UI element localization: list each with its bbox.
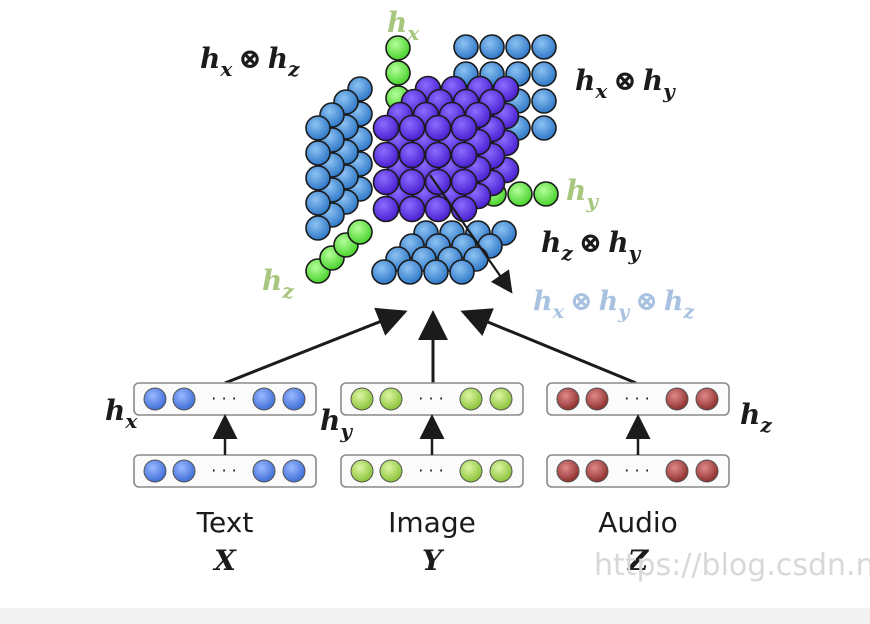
sphere	[398, 141, 426, 169]
hx-hy-label: hx⊗hy	[575, 64, 676, 103]
sphere	[385, 60, 411, 86]
sphere	[507, 181, 533, 207]
vector-unit	[695, 459, 719, 483]
vector-unit	[665, 459, 689, 483]
sphere	[423, 259, 449, 285]
vector-unit	[172, 387, 196, 411]
triple-product-arrow	[429, 174, 513, 294]
hz-hy-plane	[371, 220, 517, 285]
vector-unit	[459, 459, 483, 483]
triple-product-label: hx⊗hy⊗hz	[533, 286, 696, 323]
sphere	[531, 34, 557, 60]
vector-unit	[282, 387, 306, 411]
sphere	[453, 34, 479, 60]
vector-unit	[556, 387, 580, 411]
bottom-strip	[0, 608, 870, 624]
ellipsis: · · ·	[211, 461, 236, 480]
ellipsis: · · ·	[624, 389, 649, 408]
sphere	[450, 114, 478, 142]
vector-unit	[556, 459, 580, 483]
vector-unit	[282, 459, 306, 483]
modality-name: Audio	[598, 506, 678, 539]
sphere	[305, 140, 331, 166]
text-to-tensor-arrow	[224, 307, 408, 385]
sphere	[372, 195, 400, 223]
audio-to-tensor-arrow	[460, 308, 637, 385]
sphere	[305, 190, 331, 216]
hidden-label: hy	[320, 404, 353, 443]
sphere	[424, 195, 452, 223]
hx-top-label: hx	[387, 6, 420, 45]
sphere	[398, 114, 426, 142]
sphere	[398, 168, 426, 196]
modality-symbol: Y	[422, 544, 445, 577]
vector-unit	[585, 459, 609, 483]
vector-unit	[143, 459, 167, 483]
vector-unit	[143, 387, 167, 411]
vector-unit	[350, 459, 374, 483]
sphere	[533, 181, 559, 207]
vector-unit	[459, 387, 483, 411]
sphere	[372, 114, 400, 142]
hz-hy-label: hz⊗hy	[541, 226, 642, 265]
ellipsis: · · ·	[211, 389, 236, 408]
vector-unit	[350, 387, 374, 411]
sphere	[371, 259, 397, 285]
vector-unit	[172, 459, 196, 483]
vector-unit	[489, 387, 513, 411]
hidden-label: hx	[105, 394, 138, 433]
vector-unit	[585, 387, 609, 411]
sphere	[305, 115, 331, 141]
modality-name: Text	[196, 506, 254, 539]
sphere	[372, 168, 400, 196]
vector-unit	[379, 387, 403, 411]
vector-unit	[379, 459, 403, 483]
sphere	[424, 168, 452, 196]
vector-unit	[665, 387, 689, 411]
hy-side-label: hy	[566, 174, 599, 213]
sphere	[347, 219, 373, 245]
vector-unit	[252, 459, 276, 483]
modality-symbol: X	[212, 544, 237, 577]
hz-green-vector	[305, 219, 373, 284]
ellipsis: · · ·	[624, 461, 649, 480]
sphere	[398, 195, 426, 223]
hx-hz-plane	[305, 76, 373, 241]
sphere	[531, 115, 557, 141]
vector-unit	[695, 387, 719, 411]
sphere	[505, 34, 531, 60]
sphere	[372, 141, 400, 169]
sphere	[479, 34, 505, 60]
vector-unit	[252, 387, 276, 411]
sphere	[305, 215, 331, 241]
modality-name: Image	[388, 506, 476, 539]
sphere	[385, 35, 411, 61]
sphere	[305, 165, 331, 191]
ellipsis: · · ·	[418, 461, 443, 480]
sphere	[531, 88, 557, 114]
sphere	[531, 61, 557, 87]
hx-hz-label: hx⊗hz	[200, 42, 300, 81]
sphere	[450, 195, 478, 223]
vector-unit	[489, 459, 513, 483]
modality-symbol: Z	[627, 544, 650, 577]
fusion-tensor-cube	[372, 75, 520, 223]
hidden-label: hz	[740, 398, 772, 437]
sphere	[424, 114, 452, 142]
hz-side-label: hz	[262, 264, 294, 303]
sphere	[449, 259, 475, 285]
sphere	[397, 259, 423, 285]
watermark: https://blog.csdn.net	[594, 548, 870, 583]
sphere	[450, 141, 478, 169]
sphere	[424, 141, 452, 169]
ellipsis: · · ·	[418, 389, 443, 408]
sphere	[450, 168, 478, 196]
